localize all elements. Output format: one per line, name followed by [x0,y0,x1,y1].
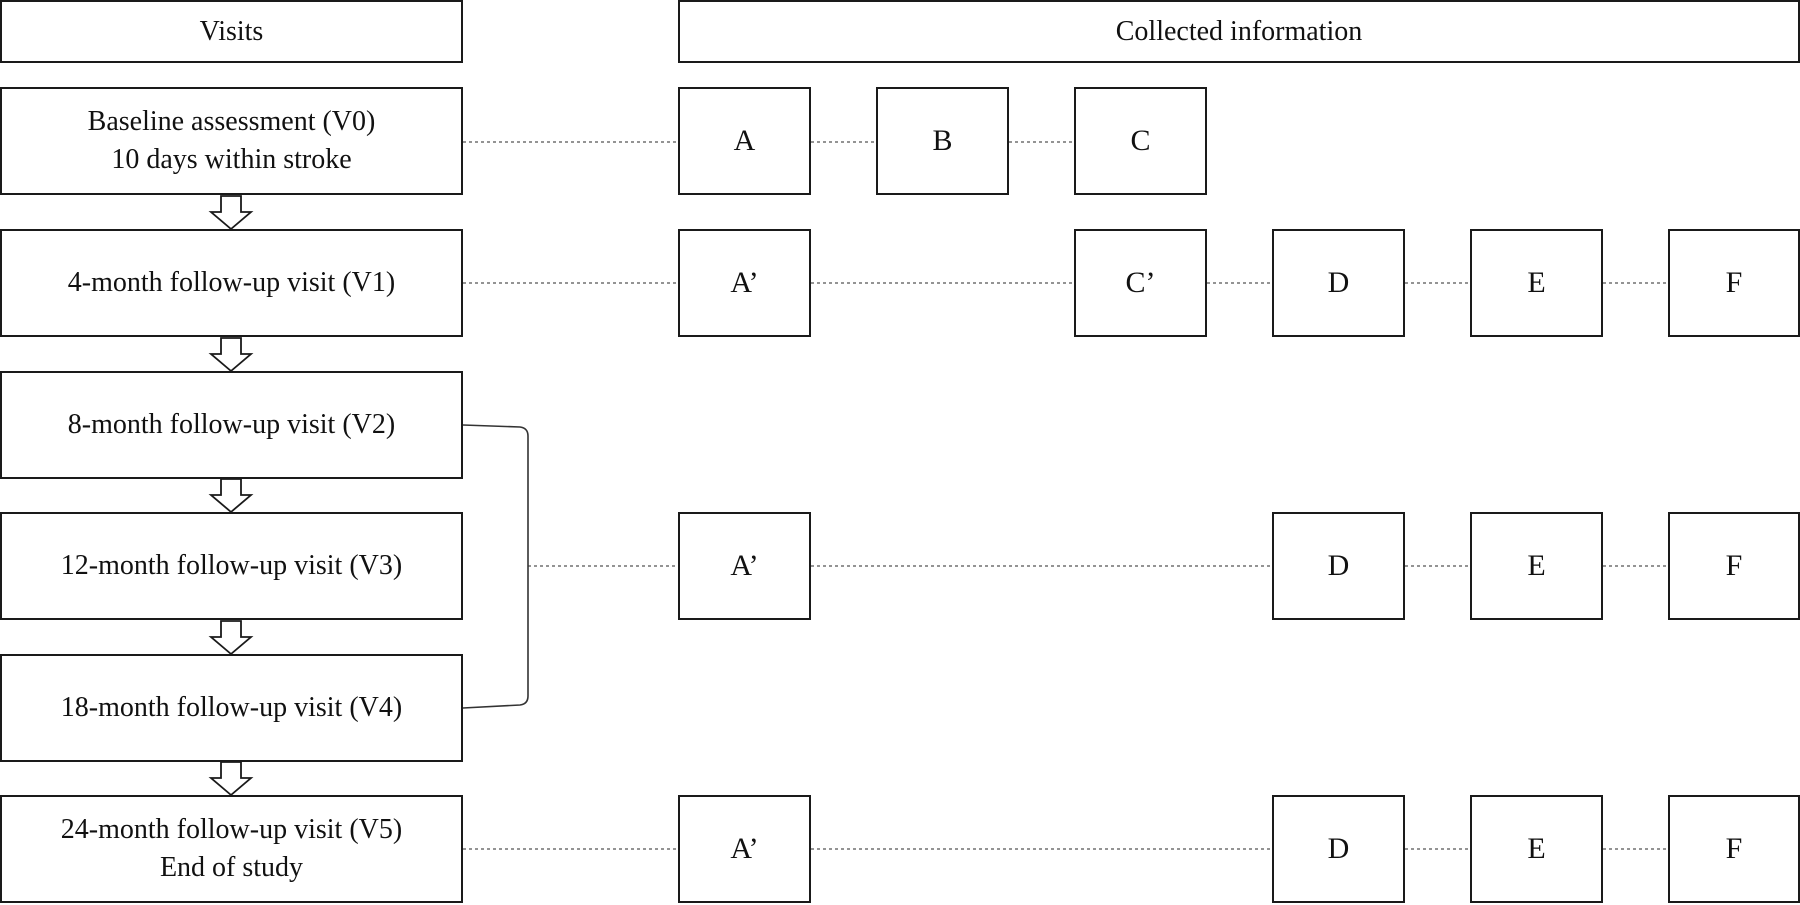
info-box-e: E [1470,512,1603,620]
info-box-a: A [678,87,811,195]
collected-header-label: Collected information [1115,15,1363,47]
visit-box-v5: 24-month follow-up visit (V5) End of stu… [0,795,463,903]
info-label: F [1725,832,1743,865]
info-label: E [1527,549,1546,582]
bracket-v2-v4 [462,424,529,709]
visit-v5-line1: 24-month follow-up visit (V5) [60,814,403,845]
visit-box-v1: 4-month follow-up visit (V1) [0,229,463,337]
visit-box-v3: 12-month follow-up visit (V3) [0,512,463,620]
info-box-f: F [1668,512,1800,620]
visits-header-label: Visits [199,15,264,47]
info-label: C [1130,124,1151,157]
info-box-a-prime: A’ [678,512,811,620]
arrow-v3-v4 [208,620,254,656]
info-box-e: E [1470,229,1603,337]
arrow-v0-v1 [208,195,254,231]
info-label: A’ [730,832,759,865]
visit-box-v2: 8-month follow-up visit (V2) [0,371,463,479]
visits-header: Visits [0,0,463,63]
info-box-d: D [1272,512,1405,620]
arrow-v1-v2 [208,337,254,373]
info-box-e: E [1470,795,1603,903]
info-box-f: F [1668,795,1800,903]
visit-box-v0: Baseline assessment (V0) 10 days within … [0,87,463,195]
info-label: D [1327,266,1350,299]
info-label: E [1527,266,1546,299]
info-box-a-prime: A’ [678,229,811,337]
info-label: F [1725,549,1743,582]
arrow-v4-v5 [208,761,254,797]
info-box-d: D [1272,795,1405,903]
info-box-f: F [1668,229,1800,337]
info-label: C’ [1125,266,1156,299]
collected-information-header: Collected information [678,0,1800,63]
info-box-a-prime: A’ [678,795,811,903]
info-box-c-prime: C’ [1074,229,1207,337]
info-label: F [1725,266,1743,299]
info-label: A [733,124,756,157]
info-label: B [932,124,953,157]
visit-v0-line2: 10 days within stroke [111,144,352,175]
info-box-c: C [1074,87,1207,195]
arrow-v2-v3 [208,478,254,514]
visit-box-v4: 18-month follow-up visit (V4) [0,654,463,762]
info-box-b: B [876,87,1009,195]
visit-v3-line1: 12-month follow-up visit (V3) [60,550,403,581]
info-label: E [1527,832,1546,865]
visit-v1-line1: 4-month follow-up visit (V1) [67,267,396,298]
info-label: D [1327,549,1350,582]
visit-v5-line2: End of study [159,852,304,883]
visit-v0-line1: Baseline assessment (V0) [87,106,376,137]
info-box-d: D [1272,229,1405,337]
visit-v4-line1: 18-month follow-up visit (V4) [60,692,403,723]
info-label: D [1327,832,1350,865]
info-label: A’ [730,266,759,299]
info-label: A’ [730,549,759,582]
visit-v2-line1: 8-month follow-up visit (V2) [67,409,396,440]
